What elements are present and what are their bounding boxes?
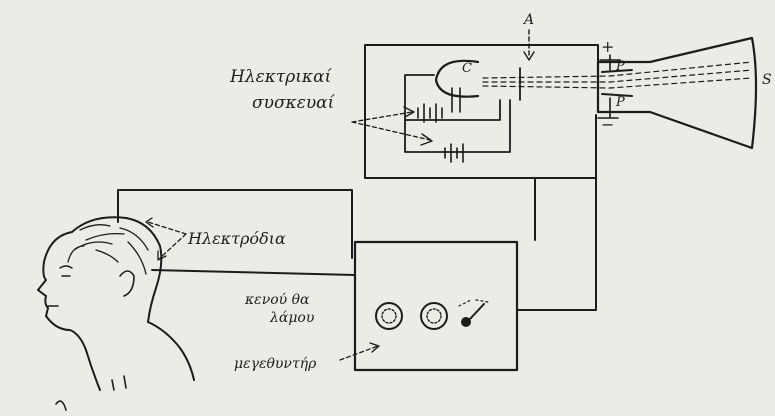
hair-outline (71, 216, 163, 323)
label-vacuum-tube-line1: κενού θα (244, 292, 310, 308)
electrodes-pointer-lines (147, 221, 187, 259)
vacuum-tube-dial-1 (375, 302, 403, 330)
eye-brow (59, 265, 73, 277)
wire-electrode-to-amplifier (151, 269, 356, 276)
electrodes-pointer-heads (145, 217, 167, 261)
inner-circuit (404, 67, 521, 153)
neck-shoulder (85, 321, 195, 391)
battery-2 (444, 143, 464, 163)
label-electrodes: Ηλεκτρόδια (187, 229, 286, 248)
human-head-figure (37, 216, 195, 411)
amplifier-pointer-head (369, 342, 380, 353)
speaker-symbol (458, 299, 489, 327)
label-point-a: A (522, 12, 534, 28)
vacuum-tube-dial-2 (420, 302, 448, 330)
pointer-a-arrowhead (523, 51, 535, 61)
label-minus: − (601, 115, 614, 134)
devices-pointer-lines (351, 111, 431, 141)
label-plate-bottom: P (615, 95, 625, 110)
plate-leads (597, 54, 621, 119)
deflection-plate-top (601, 69, 633, 73)
cathode-stem (451, 87, 461, 113)
face-profile (37, 231, 87, 351)
cathode-ray-tube (596, 36, 758, 150)
label-cathode-c: C (462, 61, 472, 76)
electron-beam (482, 61, 753, 89)
amplifier-pointer-line (339, 345, 379, 361)
label-electrical-devices-line1: Ηλεκτρικαί (229, 67, 333, 87)
battery-1 (417, 103, 443, 123)
label-screen-s: S (762, 72, 772, 88)
label-plate-top: P (615, 59, 625, 74)
label-plus: + (601, 37, 614, 56)
device-box (364, 44, 599, 179)
chest-marks (55, 375, 127, 411)
devices-pointer-heads (403, 106, 433, 146)
label-electrical-devices-line2: συσκευαί (252, 93, 336, 113)
label-vacuum-tube-line2: λάμου (269, 310, 315, 326)
amplifier-box (353, 240, 519, 372)
hair-strokes (67, 224, 149, 275)
cathode-c (434, 59, 480, 98)
label-amplifier: μεγεθυντήρ (234, 356, 317, 372)
ear (119, 270, 135, 297)
wire-electrode-loop (117, 189, 353, 259)
deflection-plate-bottom (601, 93, 633, 97)
wire-box-to-amplifier (516, 114, 597, 311)
